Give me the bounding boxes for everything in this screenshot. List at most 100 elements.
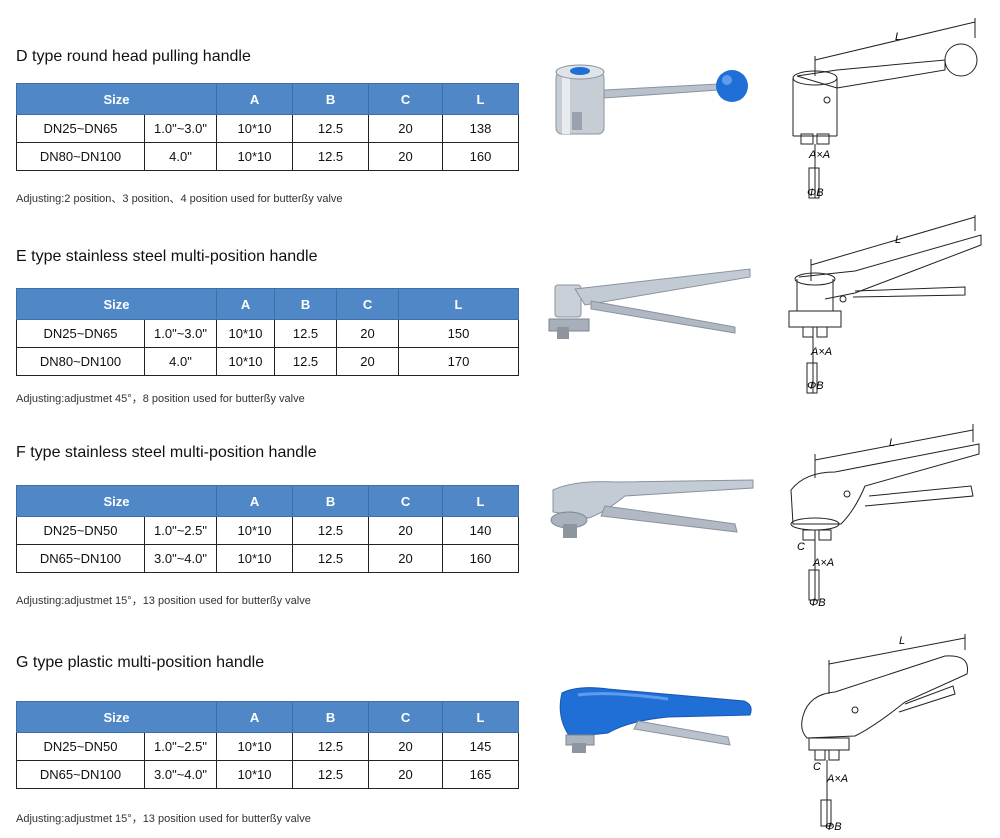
table-row: DN25~DN65 1.0"~3.0" 10*10 12.5 20 138 (16, 114, 520, 143)
cell-l: 165 (442, 760, 520, 789)
table-header-row: Size A B C L (15, 83, 520, 115)
cell-inch: 1.0"~2.5" (143, 516, 218, 545)
adjusting-note: Adjusting:adjustmet 15°，13 position used… (16, 595, 311, 607)
header-size: Size (15, 485, 218, 517)
table-row: DN25~DN50 1.0"~2.5" 10*10 12.5 20 140 (16, 516, 520, 545)
table-row: DN65~DN100 3.0"~4.0" 10*10 12.5 20 165 (16, 760, 520, 789)
cell-c: 20 (336, 319, 400, 348)
cell-a: 10*10 (216, 732, 294, 761)
section-e-type: E type stainless steel multi-position ha… (0, 210, 1000, 420)
e-handle-drawing: L A×A ΦB (788, 215, 982, 394)
drawing-label-axa: A×A (826, 773, 848, 785)
table-header-row: Size A B C L (15, 701, 520, 733)
cell-dn: DN25~DN65 (16, 114, 145, 143)
table-header-row: Size A B C L (15, 288, 520, 320)
header-size: Size (15, 83, 218, 115)
header-c: C (368, 485, 444, 517)
cell-c: 20 (368, 732, 444, 761)
g-handle-photo (559, 687, 752, 753)
g-handle-drawing: L C A×A ΦB (801, 634, 969, 833)
table-row: DN25~DN50 1.0"~2.5" 10*10 12.5 20 145 (16, 732, 520, 761)
spec-table: Size A B C L DN25~DN50 1.0"~2.5" 10*10 1… (15, 485, 520, 573)
table-header-row: Size A B C L (15, 485, 520, 517)
spec-table: Size A B C L DN25~DN65 1.0"~3.0" 10*10 1… (15, 83, 520, 171)
header-l: L (442, 701, 520, 733)
cell-b: 12.5 (292, 544, 370, 573)
cell-dn: DN25~DN50 (16, 516, 145, 545)
adjusting-note: Adjusting:2 position、3 position、4 positi… (16, 193, 343, 205)
cell-c: 20 (368, 516, 444, 545)
header-b: B (292, 485, 370, 517)
cell-inch: 1.0"~2.5" (143, 732, 218, 761)
drawing-label-axa: A×A (808, 149, 830, 161)
cell-inch: 4.0" (143, 142, 218, 171)
cell-dn: DN65~DN100 (16, 760, 145, 789)
adjusting-note: Adjusting:adjustmet 45°，8 position used … (16, 393, 305, 405)
cell-b: 12.5 (292, 516, 370, 545)
cell-l: 138 (442, 114, 520, 143)
drawing-label-l: L (899, 635, 905, 647)
drawing-label-b: ΦB (807, 380, 824, 392)
cell-b: 12.5 (274, 319, 338, 348)
cell-a: 10*10 (216, 142, 294, 171)
section-title: F type stainless steel multi-position ha… (16, 444, 317, 461)
drawing-label-axa: A×A (812, 557, 834, 569)
cell-dn: DN80~DN100 (16, 347, 145, 376)
cell-l: 145 (442, 732, 520, 761)
cell-inch: 1.0"~3.0" (143, 114, 218, 143)
adjusting-note: Adjusting:adjustmet 15°，13 position used… (16, 813, 311, 825)
cell-dn: DN80~DN100 (16, 142, 145, 171)
cell-c: 20 (368, 114, 444, 143)
spec-table: Size A B C L DN25~DN65 1.0"~3.0" 10*10 1… (15, 288, 520, 376)
cell-dn: DN25~DN50 (16, 732, 145, 761)
cell-a: 10*10 (216, 516, 294, 545)
cell-b: 12.5 (292, 142, 370, 171)
drawing-label-c: C (813, 761, 821, 773)
table-row: DN65~DN100 3.0"~4.0" 10*10 12.5 20 160 (16, 544, 520, 573)
table-row: DN80~DN100 4.0" 10*10 12.5 20 160 (16, 142, 520, 171)
f-handle-drawing: L C A×A ΦB (790, 424, 980, 609)
cell-l: 160 (442, 142, 520, 171)
header-b: B (274, 288, 338, 320)
cell-a: 10*10 (216, 760, 294, 789)
cell-l: 160 (442, 544, 520, 573)
header-a: A (216, 83, 294, 115)
drawing-label-l: L (895, 31, 901, 43)
header-a: A (216, 485, 294, 517)
cell-b: 12.5 (292, 114, 370, 143)
drawing-label-c: C (797, 541, 805, 553)
drawing-label-l: L (889, 437, 895, 449)
table-row: DN80~DN100 4.0" 10*10 12.5 20 170 (16, 347, 520, 376)
f-handle-photo (550, 479, 754, 538)
section-f-type: F type stainless steel multi-position ha… (0, 420, 1000, 628)
section-g-type: G type plastic multi-position handle Siz… (0, 628, 1000, 838)
spec-table: Size A B C L DN25~DN50 1.0"~2.5" 10*10 1… (15, 701, 520, 789)
d-handle-photo (555, 64, 748, 135)
cell-inch: 3.0"~4.0" (143, 544, 218, 573)
cell-dn: DN25~DN65 (16, 319, 145, 348)
drawing-label-axa: A×A (810, 346, 832, 358)
header-l: L (442, 83, 520, 115)
d-handle-drawing: L A×A ΦB (792, 18, 978, 199)
header-size: Size (15, 701, 218, 733)
cell-l: 140 (442, 516, 520, 545)
table-row: DN25~DN65 1.0"~3.0" 10*10 12.5 20 150 (16, 319, 520, 348)
header-c: C (368, 83, 444, 115)
drawing-label-b: ΦB (807, 187, 824, 199)
section-title: E type stainless steel multi-position ha… (16, 248, 318, 265)
drawing-label-b: ΦB (825, 821, 842, 833)
cell-a: 10*10 (216, 544, 294, 573)
cell-a: 10*10 (216, 319, 276, 348)
header-b: B (292, 701, 370, 733)
cell-b: 12.5 (292, 732, 370, 761)
cell-dn: DN65~DN100 (16, 544, 145, 573)
cell-inch: 3.0"~4.0" (143, 760, 218, 789)
cell-inch: 1.0"~3.0" (143, 319, 218, 348)
header-a: A (216, 288, 276, 320)
header-l: L (398, 288, 520, 320)
cell-c: 20 (368, 142, 444, 171)
cell-c: 20 (368, 760, 444, 789)
cell-b: 12.5 (274, 347, 338, 376)
header-size: Size (15, 288, 218, 320)
section-title: D type round head pulling handle (16, 48, 251, 65)
